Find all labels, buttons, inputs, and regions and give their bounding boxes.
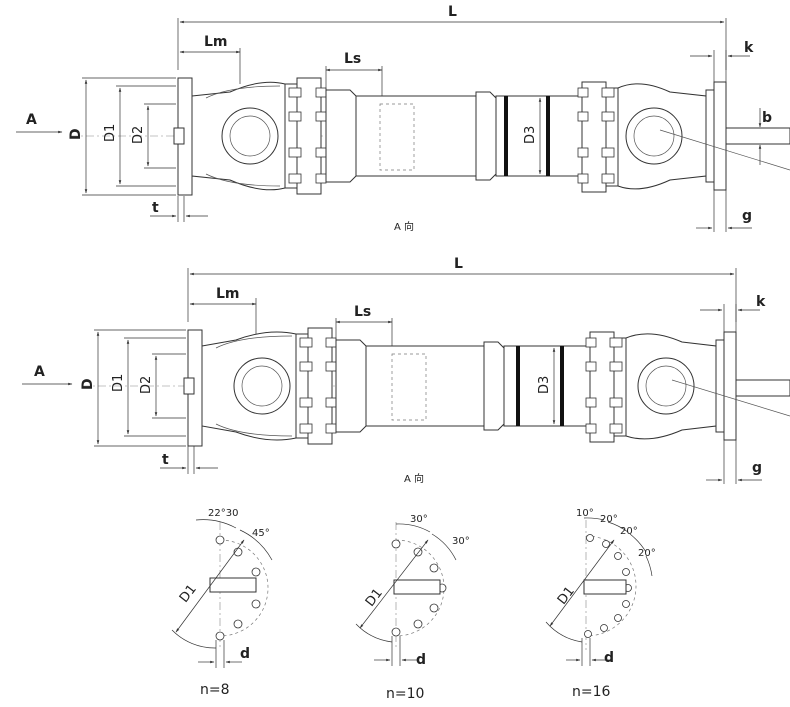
bolt-pattern-n8: 22°30 45° D1 d n=8 bbox=[171, 508, 273, 698]
dim-D1-bottom: D1 bbox=[111, 374, 126, 392]
shaft-view-bottom: L Lm Ls D D1 D2 D3 t k bbox=[22, 256, 790, 485]
dim-g-bottom: g bbox=[752, 460, 762, 476]
view-caption-bottom: A 向 bbox=[404, 472, 424, 485]
angle-label-2: 20° bbox=[600, 514, 618, 525]
pattern-caption: n=16 bbox=[572, 684, 611, 700]
angle-label-2: 45° bbox=[252, 528, 270, 539]
dim-Ls: Ls bbox=[344, 51, 361, 67]
hole-label: d bbox=[240, 646, 250, 662]
dim-D2: D2 bbox=[131, 126, 146, 144]
bolt-row-right-top bbox=[577, 87, 615, 184]
dim-t-bottom: t bbox=[162, 452, 169, 468]
dim-L-bottom: L bbox=[454, 256, 463, 272]
view-arrow-A: A bbox=[26, 112, 37, 128]
hole-label: d bbox=[604, 650, 614, 666]
pattern-caption: n=10 bbox=[386, 686, 424, 702]
angle-label-3: 20° bbox=[620, 526, 638, 537]
bolt-row-left-top bbox=[288, 87, 327, 184]
bolt-row-right-bottom bbox=[585, 337, 623, 434]
angle-label-1: 22°30 bbox=[208, 508, 238, 519]
dim-b: b bbox=[762, 110, 772, 126]
angle-label-2: 30° bbox=[452, 536, 470, 547]
bolt-pattern-n10: 30° 30° D1 d n=10 bbox=[355, 514, 470, 702]
angle-label-1: 10° bbox=[576, 508, 594, 519]
angle-label-1: 30° bbox=[410, 514, 428, 525]
dia-label: D1 bbox=[555, 584, 578, 608]
bolt-pattern-n16: 10° 20° 20° 20° D1 d n=16 bbox=[545, 508, 656, 700]
dim-D: D bbox=[68, 128, 84, 140]
pattern-caption: n=8 bbox=[200, 682, 230, 698]
dim-L: L bbox=[448, 4, 457, 20]
dim-k: k bbox=[744, 40, 754, 56]
dia-label: D1 bbox=[177, 582, 200, 606]
dim-k-bottom: k bbox=[756, 294, 766, 310]
dim-D3-bottom: D3 bbox=[537, 376, 552, 394]
dim-D2-bottom: D2 bbox=[139, 376, 154, 394]
dim-Lm: Lm bbox=[204, 34, 228, 50]
view-caption: A 向 bbox=[394, 220, 414, 233]
dim-g: g bbox=[742, 208, 752, 224]
angle-label-4: 20° bbox=[638, 548, 656, 559]
dim-D-bottom: D bbox=[80, 378, 96, 390]
dim-D1: D1 bbox=[103, 124, 118, 142]
shaft-view-top: L Lm Ls D D1 D2 D3 t k b bbox=[16, 4, 790, 233]
dim-Lm-bottom: Lm bbox=[216, 286, 240, 302]
hole-label: d bbox=[416, 652, 426, 668]
view-arrow-A-bottom: A bbox=[34, 364, 45, 380]
dia-label: D1 bbox=[363, 586, 386, 610]
dim-D3: D3 bbox=[523, 126, 538, 144]
dim-Ls-bottom: Ls bbox=[354, 304, 371, 320]
dim-t: t bbox=[152, 200, 159, 216]
